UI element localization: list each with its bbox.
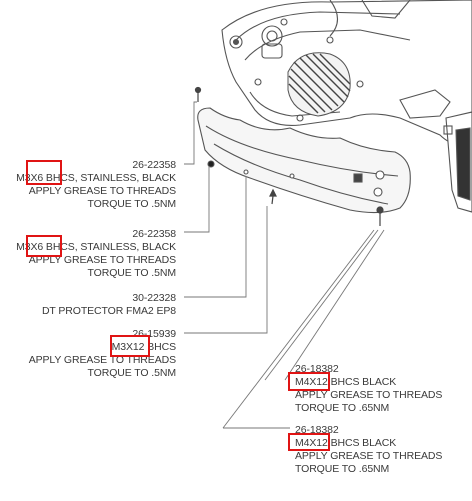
callout-screw-5: 26-18382 M4X12 BHCS BLACK APPLY GREASE T… <box>295 424 442 476</box>
part-number: 26-22358 <box>132 228 176 240</box>
grease-instruction: APPLY GREASE TO THREADS <box>28 354 176 366</box>
motor-cover-hatch <box>287 52 351 117</box>
highlight-box-m3x6-2 <box>26 235 62 257</box>
highlight-box-m4x12-2 <box>288 433 330 451</box>
torque-spec: TORQUE TO .65NM <box>295 402 390 414</box>
screw-hardware <box>194 86 384 226</box>
highlight-box-m3x12 <box>110 335 150 357</box>
torque-spec: TORQUE TO .5NM <box>87 198 177 210</box>
part-description: M3X6 BHCS, STAINLESS, BLACK <box>16 241 176 253</box>
part-description: M3X6 BHCS, STAINLESS, BLACK <box>16 172 176 184</box>
callout-screw-3: 26-15939 M3X12 BHCS APPLY GREASE TO THRE… <box>29 328 176 380</box>
highlight-box-m4x12-1 <box>288 372 330 391</box>
side-bracket <box>443 111 472 213</box>
grease-instruction: APPLY GREASE TO THREADS <box>28 185 176 197</box>
part-description: M3X12 BHCS <box>111 341 176 353</box>
grease-instruction: APPLY GREASE TO THREADS <box>28 254 176 266</box>
torque-spec: TORQUE TO .5NM <box>87 267 177 279</box>
torque-spec: TORQUE TO .5NM <box>87 367 177 379</box>
part-description: DT PROTECTOR FMA2 EP8 <box>41 305 176 317</box>
grease-instruction: APPLY GREASE TO THREADS <box>295 450 443 462</box>
part-number: 26-15939 <box>132 328 176 340</box>
part-number: 30-22328 <box>132 292 176 304</box>
highlight-box-m3x6-1 <box>26 160 62 185</box>
torque-spec: TORQUE TO .65NM <box>295 463 390 475</box>
part-number: 26-22358 <box>132 159 176 171</box>
callout-protector: 30-22328 DT PROTECTOR FMA2 EP8 <box>42 292 176 318</box>
grease-instruction: APPLY GREASE TO THREADS <box>295 389 443 401</box>
part-description: M4X12 BHCS BLACK <box>295 376 397 388</box>
callout-screw-1: 26-22358 M3X6 BHCS, STAINLESS, BLACK APP… <box>16 159 176 211</box>
part-description: M4X12 BHCS BLACK <box>295 437 397 449</box>
callout-screw-2: 26-22358 M3X6 BHCS, STAINLESS, BLACK APP… <box>16 228 176 280</box>
dt-protector-part <box>197 107 411 214</box>
leader-lines <box>184 101 385 429</box>
